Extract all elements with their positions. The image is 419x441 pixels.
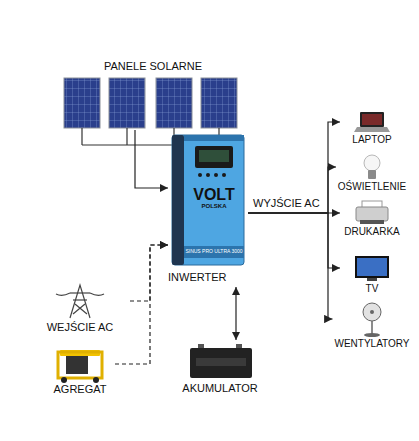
generator-icon — [66, 356, 88, 374]
dashed-connector — [115, 245, 168, 364]
generator-icon — [93, 377, 99, 383]
laptop-icon — [354, 127, 390, 132]
tv-icon — [357, 258, 387, 276]
inverter-body — [172, 135, 244, 265]
node-label: AKUMULATOR — [180, 382, 260, 395]
fan-icon — [363, 303, 381, 321]
power-pylon — [73, 304, 85, 314]
panel-wires — [126, 128, 127, 145]
inverter-body — [222, 173, 226, 177]
model-name: SINUS PRO ULTRA 3000 — [184, 248, 244, 254]
battery: AKUMULATOR — [180, 340, 260, 398]
inverter-body — [184, 246, 244, 258]
fan-icon — [371, 321, 373, 334]
connector — [235, 287, 236, 340]
brand-logo: VOLT — [184, 185, 244, 204]
battery-icon — [190, 344, 252, 378]
power-pylon — [56, 285, 104, 318]
inverter-body — [172, 135, 184, 265]
node-label: WENTYLATORY — [333, 338, 412, 350]
solar-panels — [64, 78, 100, 128]
inverter-body — [184, 135, 244, 141]
solar-panels — [156, 78, 192, 128]
bulb-icon — [364, 155, 380, 179]
power-pylon — [56, 293, 70, 295]
node-label: PANELE SOLARNE — [58, 60, 248, 73]
power-pylon — [70, 292, 90, 293]
device-lighting: OŚWIETLENIE — [336, 153, 408, 195]
node-label: LAPTOP — [340, 134, 404, 146]
device-fan: WENTYLATORY — [333, 302, 412, 352]
laptop-icon — [360, 112, 384, 127]
power-pylon — [70, 285, 90, 318]
inverter-body — [172, 135, 244, 265]
connector — [248, 122, 340, 213]
fan-icon — [363, 303, 381, 337]
fan-icon — [364, 333, 380, 337]
grid-input: WEJŚCIE AC — [30, 283, 130, 337]
laptop-icon — [354, 112, 390, 132]
node-label: WEJŚCIE AC — [30, 321, 130, 334]
inverter-body — [206, 173, 210, 177]
panel-group: PANELE SOLARNE — [58, 60, 248, 130]
solar-panels — [64, 78, 237, 128]
generator-icon — [58, 352, 102, 378]
fan-icon — [370, 310, 374, 314]
printer-icon — [356, 201, 388, 224]
tv-icon — [355, 256, 389, 278]
printer-icon — [356, 207, 388, 221]
laptop-icon — [362, 114, 382, 125]
power-pylon — [75, 304, 87, 314]
connector — [135, 130, 168, 188]
inverter-body — [199, 150, 229, 162]
connector — [248, 213, 333, 319]
panel-wires — [81, 128, 82, 145]
solar-panels — [109, 78, 145, 128]
device-laptop: LAPTOP — [340, 110, 404, 148]
inverter-body — [198, 173, 202, 177]
device-printer: DRUKARKA — [340, 200, 404, 240]
battery-icon — [196, 358, 246, 366]
connector — [248, 167, 336, 213]
brand-subtitle: POLSKA — [184, 203, 244, 210]
battery-icon — [190, 348, 252, 378]
node-label: DRUKARKA — [340, 226, 404, 238]
generator-icon — [61, 377, 67, 383]
bulb-icon — [364, 155, 380, 171]
power-pylon — [73, 299, 87, 300]
connector — [248, 213, 340, 268]
dashed-connector — [130, 245, 168, 301]
solar-panels — [201, 78, 237, 128]
tv-icon — [355, 256, 389, 281]
device-tv: TV — [340, 254, 404, 297]
edge-label: WYJŚCIE AC — [251, 197, 322, 210]
node-label: TV — [340, 283, 404, 295]
inverter-body — [195, 146, 233, 168]
bulb-icon — [368, 170, 376, 179]
inverter-body — [214, 173, 218, 177]
node-label: AGREGAT — [45, 383, 115, 396]
inverter-label: INWERTER — [168, 271, 226, 284]
generator: AGREGAT — [45, 347, 115, 399]
inverter: VOLTPOLSKA SINUS PRO ULTRA 3000INWERTER — [168, 135, 248, 287]
tv-icon — [367, 278, 377, 281]
printer-icon — [360, 220, 384, 224]
node-label: OŚWIETLENIE — [336, 181, 408, 193]
power-pylon — [90, 293, 104, 295]
generator-icon — [58, 350, 102, 383]
